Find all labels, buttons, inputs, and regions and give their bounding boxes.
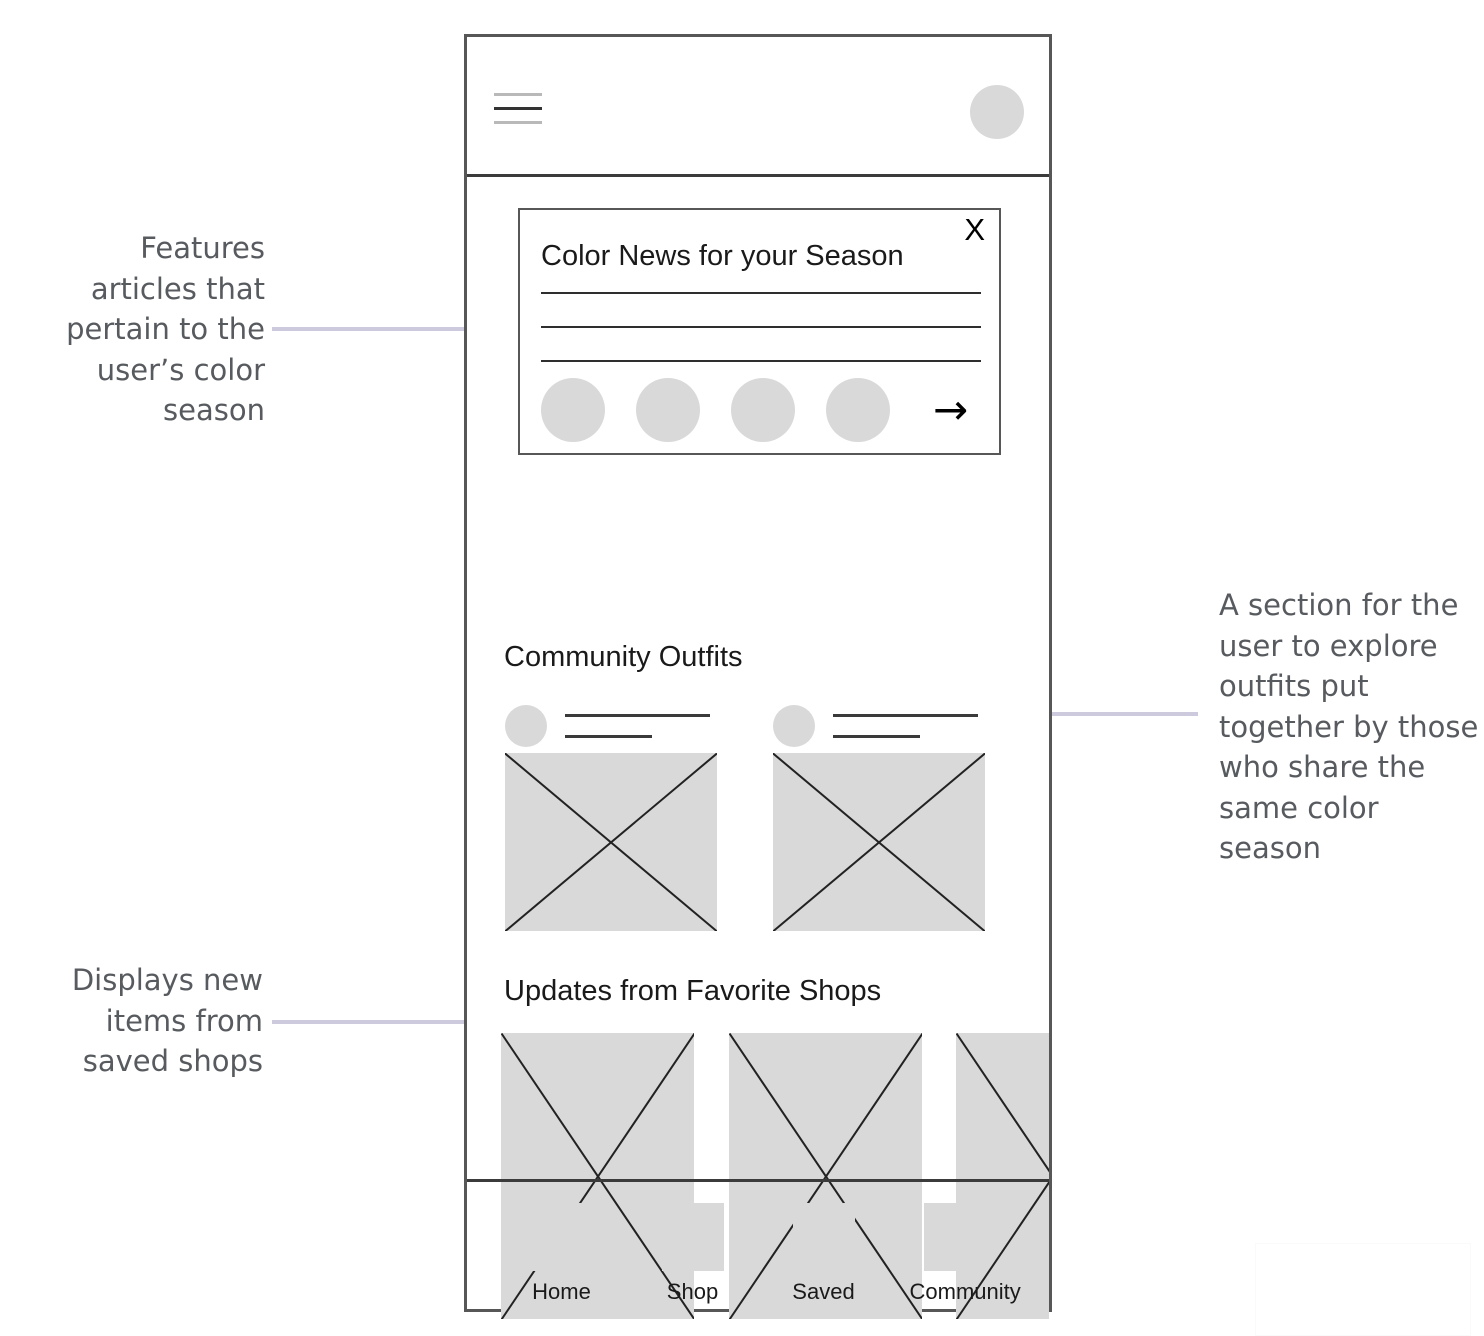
app-header: [467, 37, 1049, 177]
shop-image-placeholder[interactable]: [956, 1033, 1049, 1319]
nav-label: Community: [909, 1279, 1021, 1304]
outfit-image-placeholder[interactable]: [505, 753, 717, 931]
profile-avatar-icon[interactable]: [970, 85, 1024, 139]
annotation-news: Features articles that pertain to the us…: [66, 231, 265, 427]
phone-frame: X Color News for your Season → Community…: [464, 34, 1052, 1319]
news-card-title: Color News for your Season: [541, 240, 904, 272]
section-title-favorite-shops: Updates from Favorite Shops: [504, 975, 882, 1007]
outfit-card[interactable]: [505, 701, 717, 931]
nav-item-saved[interactable]: Saved: [779, 1203, 869, 1305]
background-artifact-rectangle: [1255, 1243, 1471, 1336]
news-thumbnail-row: →: [541, 378, 968, 442]
nav-item-shop[interactable]: Shop: [648, 1203, 738, 1305]
annotation-community-outfits: A section for the user to explore outfit…: [1219, 588, 1479, 865]
outfit-card-header: [505, 701, 717, 753]
nav-label: Home: [532, 1279, 591, 1304]
app-content: X Color News for your Season → Community…: [467, 177, 1049, 1319]
shop-item-card[interactable]: [501, 1033, 694, 1319]
color-news-card[interactable]: X Color News for your Season →: [518, 208, 1001, 455]
hamburger-line: [494, 107, 542, 110]
hamburger-line: [494, 121, 542, 124]
nav-label: Shop: [666, 1279, 719, 1304]
section-title-community-outfits: Community Outfits: [504, 641, 743, 673]
nav-label: Saved: [792, 1279, 855, 1304]
shop-icon: [661, 1203, 724, 1271]
outfit-text-line-secondary: [833, 735, 920, 738]
outfit-text-line-primary: [565, 714, 710, 717]
community-icon: [923, 1203, 986, 1271]
arrow-shaft: [272, 1020, 496, 1024]
user-avatar-icon[interactable]: [505, 705, 547, 747]
close-icon[interactable]: X: [964, 212, 985, 247]
favorite-shops-row[interactable]: [501, 1033, 1049, 1319]
saved-icon: [792, 1203, 855, 1271]
nav-item-community[interactable]: Community: [909, 1203, 1021, 1305]
arrow-shaft: [1004, 712, 1198, 716]
user-avatar-icon[interactable]: [773, 705, 815, 747]
news-placeholder-line: [541, 292, 981, 294]
news-thumbnail[interactable]: [541, 378, 605, 442]
hamburger-line: [494, 93, 542, 96]
nav-item-home[interactable]: Home: [517, 1203, 607, 1305]
bottom-navigation-bar: Home Shop Saved Community: [467, 1179, 1049, 1309]
outfit-text-line-secondary: [565, 735, 652, 738]
arrow-shaft: [272, 327, 496, 331]
news-placeholder-line: [541, 326, 981, 328]
shop-item-card[interactable]: [956, 1033, 1049, 1319]
shop-image-placeholder[interactable]: [501, 1033, 694, 1319]
home-icon: [530, 1203, 593, 1271]
outfit-image-placeholder[interactable]: [773, 753, 985, 931]
shop-item-card[interactable]: [729, 1033, 922, 1319]
outfit-card-header: [773, 701, 985, 753]
news-thumbnail[interactable]: [826, 378, 890, 442]
news-thumbnail[interactable]: [636, 378, 700, 442]
outfit-text-line-primary: [833, 714, 978, 717]
shop-image-placeholder[interactable]: [729, 1033, 922, 1319]
outfit-card[interactable]: [773, 701, 985, 931]
next-arrow-icon[interactable]: →: [933, 385, 969, 434]
annotation-favorite-shops: Displays new items from saved shops: [71, 963, 263, 1078]
community-outfits-row: [505, 701, 1045, 951]
hamburger-menu-icon[interactable]: [494, 93, 542, 125]
news-thumbnail[interactable]: [731, 378, 795, 442]
news-placeholder-line: [541, 360, 981, 362]
